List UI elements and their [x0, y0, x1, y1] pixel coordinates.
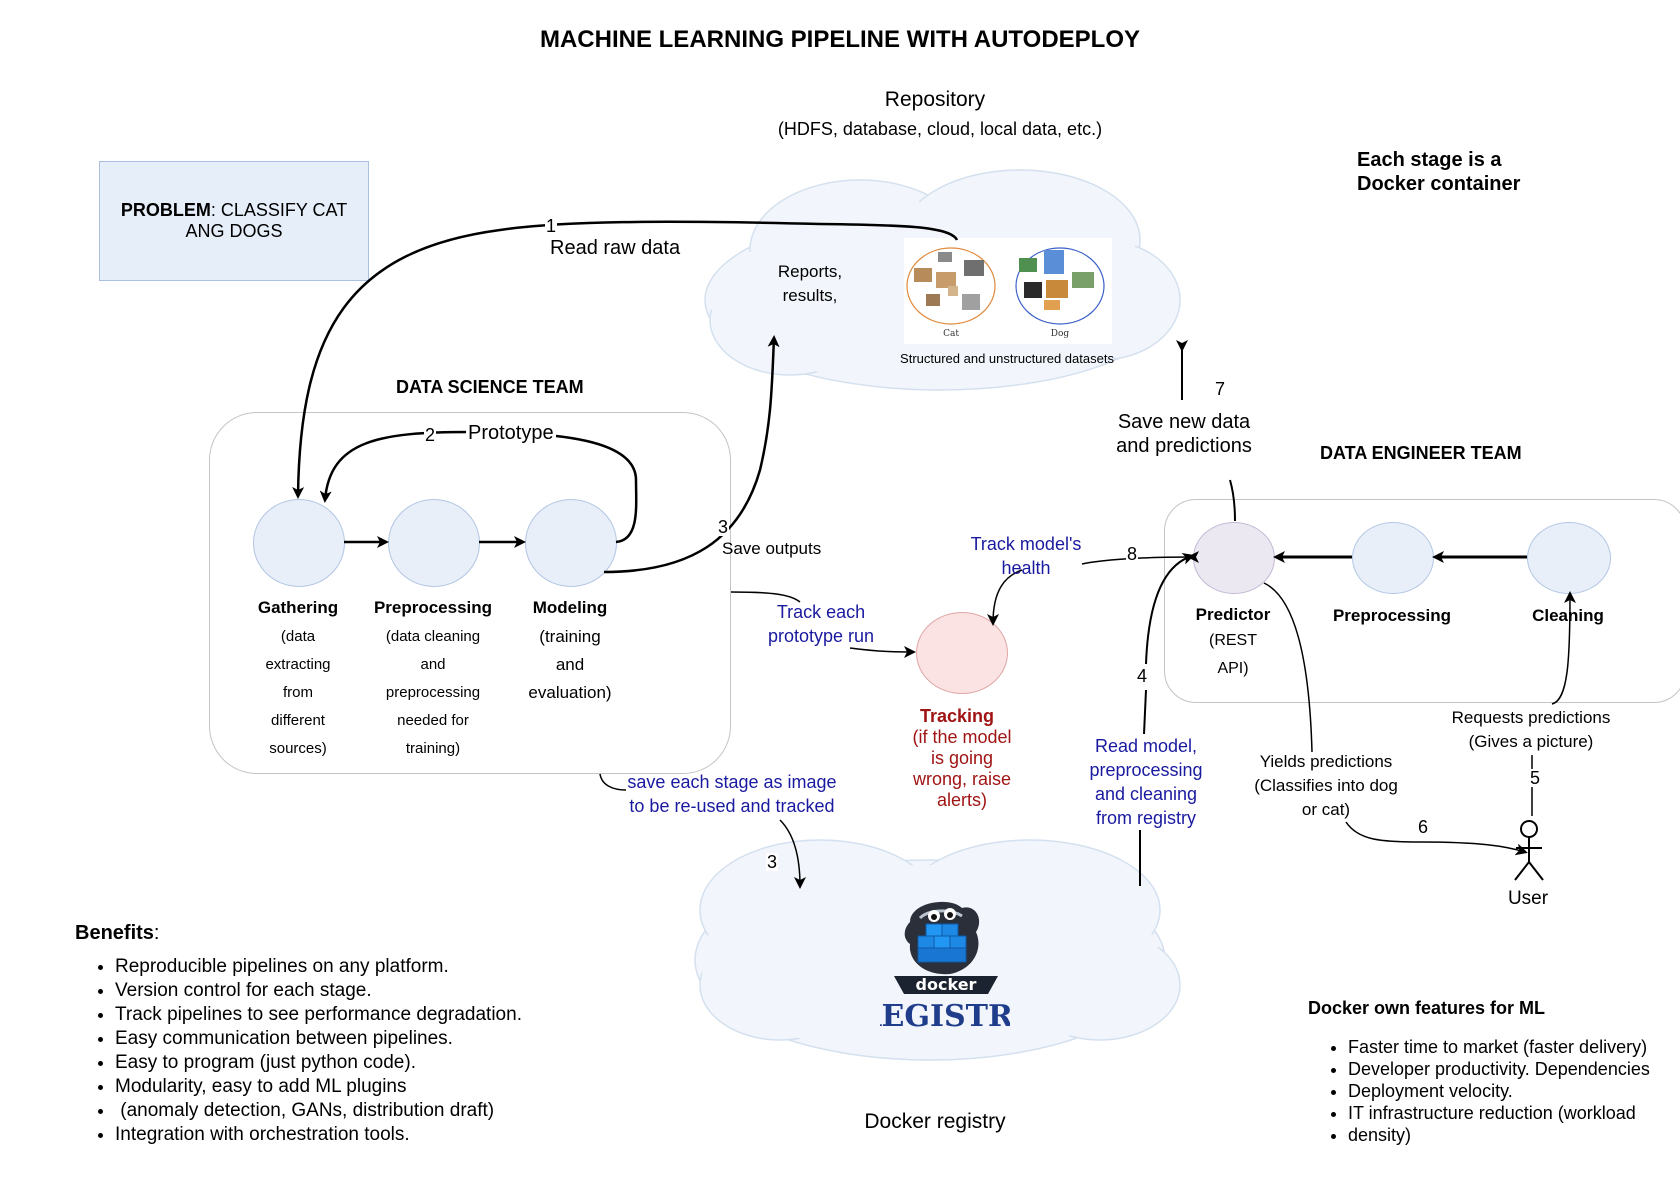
list-item: (anomaly detection, GANs, distribution d…	[115, 1099, 522, 1123]
datasets-caption: Structured and unstructured datasets	[900, 351, 1114, 366]
data-science-team-title: DATA SCIENCE TEAM	[396, 377, 584, 397]
list-item: Deployment velocity.	[1348, 1080, 1650, 1102]
stage-name: Gathering	[257, 598, 339, 617]
gathering-stage: Gathering (data extracting from differen…	[233, 598, 363, 763]
preprocessing-node[interactable]	[388, 499, 480, 587]
edge-1-label: Read raw data	[550, 237, 681, 259]
stage-name: Modeling	[532, 598, 608, 617]
features-list: Faster time to market (faster delivery) …	[1308, 1036, 1650, 1146]
features-heading: Docker own features for ML	[1308, 998, 1546, 1018]
de-preprocessing-stage: Preprocessing	[1322, 606, 1462, 626]
edge-track-prototype-run	[730, 591, 801, 603]
edge-yields-predictions-end	[1345, 821, 1528, 856]
list-item: Easy to program (just python code).	[115, 1051, 522, 1075]
stage-name: Preprocessing	[373, 598, 493, 617]
list-item: Developer productivity. Dependencies	[1348, 1058, 1650, 1080]
user-label: User	[1507, 888, 1549, 909]
edge-track-run-label: Track each prototype run	[767, 602, 875, 646]
edge-3b-number: 3	[766, 852, 779, 872]
stage-name: Cleaning	[1532, 606, 1604, 625]
benefits-list: Reproducible pipelines on any platform. …	[75, 955, 522, 1147]
benefits-section: Benefits: Reproducible pipelines on any …	[75, 922, 522, 1147]
tracking-name: Tracking	[919, 706, 995, 726]
dataset-image: Cat Dog	[904, 238, 1112, 344]
edge-save-stage-image-end	[779, 819, 806, 889]
list-item: Integration with orchestration tools.	[115, 1123, 522, 1147]
edge-read-raw-data	[292, 220, 959, 499]
list-item: Track pipelines to see performance degra…	[115, 1003, 522, 1027]
edge-5-label: Requests predictions (Gives a picture)	[1451, 708, 1611, 751]
edge-4-number: 4	[1136, 666, 1149, 686]
user-icon	[1514, 820, 1544, 881]
list-item: Easy communication between pipelines.	[115, 1027, 522, 1051]
edge-3b-label: save each stage as image to be re-used a…	[627, 772, 837, 816]
problem-text: : CLASSIFY CAT ANG DOGS	[185, 200, 348, 241]
problem-box: PROBLEM: CLASSIFY CAT ANG DOGS	[99, 161, 369, 281]
edge-read-model-registry-end	[1145, 552, 1195, 665]
edge-track-prototype-run-end	[849, 645, 916, 658]
docker-note: Each stage is a Docker container	[1357, 149, 1521, 195]
registry-logo-top: docker	[916, 975, 977, 994]
features-section: Faster time to market (faster delivery) …	[1308, 1026, 1650, 1146]
edge-yields-predictions	[1263, 582, 1313, 753]
edge-save-new-data-end	[1229, 479, 1236, 522]
edge-5-number: 5	[1529, 768, 1542, 788]
preprocessing-stage: Preprocessing (data cleaning and preproc…	[368, 598, 498, 763]
predictor-stage: Predictor (REST API)	[1183, 605, 1283, 683]
edge-8-label: Track model's health	[970, 534, 1082, 578]
repository-subtitle: (HDFS, database, cloud, local data, etc.…	[777, 119, 1103, 139]
edge-1-number: 1	[545, 216, 558, 236]
list-item: IT infrastructure reduction (workload	[1348, 1102, 1650, 1124]
edge-save-stage-image	[599, 773, 627, 791]
stage-description: (REST API)	[1209, 632, 1257, 677]
prototype-label: Prototype	[466, 422, 556, 445]
repository-title: Repository	[884, 88, 986, 111]
data-engineer-team-title: DATA ENGINEER TEAM	[1320, 443, 1522, 463]
registry-label: Docker registry	[864, 1110, 1006, 1133]
tracking-description: (if the model is going wrong, raise aler…	[912, 727, 1012, 810]
edge-7-label: Save new data and predictions	[1116, 411, 1252, 457]
list-item: Version control for each stage.	[115, 979, 522, 1003]
gathering-node[interactable]	[253, 499, 345, 587]
edge-read-model-registry-mid	[1143, 689, 1147, 735]
cat-label: Cat	[943, 329, 959, 339]
repository-reports: Reports, results,	[777, 262, 843, 305]
list-item: Reproducible pipelines on any platform.	[115, 955, 522, 979]
stage-description: (data extracting from different sources)	[265, 628, 331, 757]
cleaning-stage: Cleaning	[1518, 606, 1618, 626]
edge-track-model-health	[1081, 550, 1200, 565]
page-title: MACHINE LEARNING PIPELINE WITH AUTODEPLO…	[539, 26, 1141, 53]
edge-requests-predictions-end	[1551, 591, 1576, 705]
edge-prototype-loop	[319, 430, 638, 544]
edge-2-number: 2	[424, 425, 437, 445]
dog-label: Dog	[1051, 329, 1070, 339]
edge-3-number: 3	[717, 517, 730, 537]
stage-description: (data cleaning and preprocessing needed …	[385, 628, 481, 757]
problem-label: PROBLEM	[120, 200, 211, 220]
stage-description: (training and evaluation)	[528, 627, 612, 702]
data-science-team-box	[209, 412, 731, 774]
modeling-stage: Modeling (training and evaluation)	[505, 598, 635, 707]
list-item: Faster time to market (faster delivery)	[1348, 1036, 1650, 1058]
edge-6-number: 6	[1417, 817, 1430, 837]
stage-name: Predictor	[1195, 605, 1271, 624]
edge-3-label: Save outputs	[722, 539, 822, 558]
benefits-heading: Benefits	[75, 922, 154, 944]
list-item: Modularity, easy to add ML plugins	[115, 1075, 522, 1099]
stage-name: Preprocessing	[1332, 606, 1452, 625]
registry-logo-bottom: REGISTRY	[880, 999, 1010, 1034]
edge-8-number: 8	[1126, 544, 1139, 564]
edge-7-number: 7	[1214, 379, 1227, 399]
de-preprocessing-node[interactable]	[1352, 522, 1434, 594]
edge-4-label: Read model, preprocessing and cleaning f…	[1089, 736, 1203, 828]
edge-save-outputs	[603, 335, 780, 574]
edge-track-model-health-end	[987, 569, 1023, 626]
list-item: density)	[1348, 1124, 1650, 1146]
docker-registry-logo: docker REGISTRY	[857, 896, 1034, 1042]
edge-6-label: Yields predictions (Classifies into dog …	[1254, 752, 1398, 819]
